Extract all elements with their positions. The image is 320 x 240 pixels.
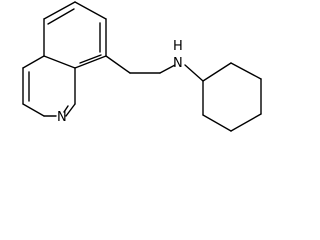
amine-hydrogen-label: H <box>173 39 183 54</box>
structure-diagram: N H N <box>22 1 262 132</box>
benzene-ring <box>43 1 107 69</box>
methylene-linker <box>105 55 204 82</box>
pyridine-ring <box>22 55 76 117</box>
molecule-drawing: N H N <box>22 1 262 132</box>
amine-nitrogen-label: N <box>173 56 183 71</box>
cyclohexane-ring <box>202 62 262 132</box>
ring-nitrogen-label: N <box>57 110 67 125</box>
